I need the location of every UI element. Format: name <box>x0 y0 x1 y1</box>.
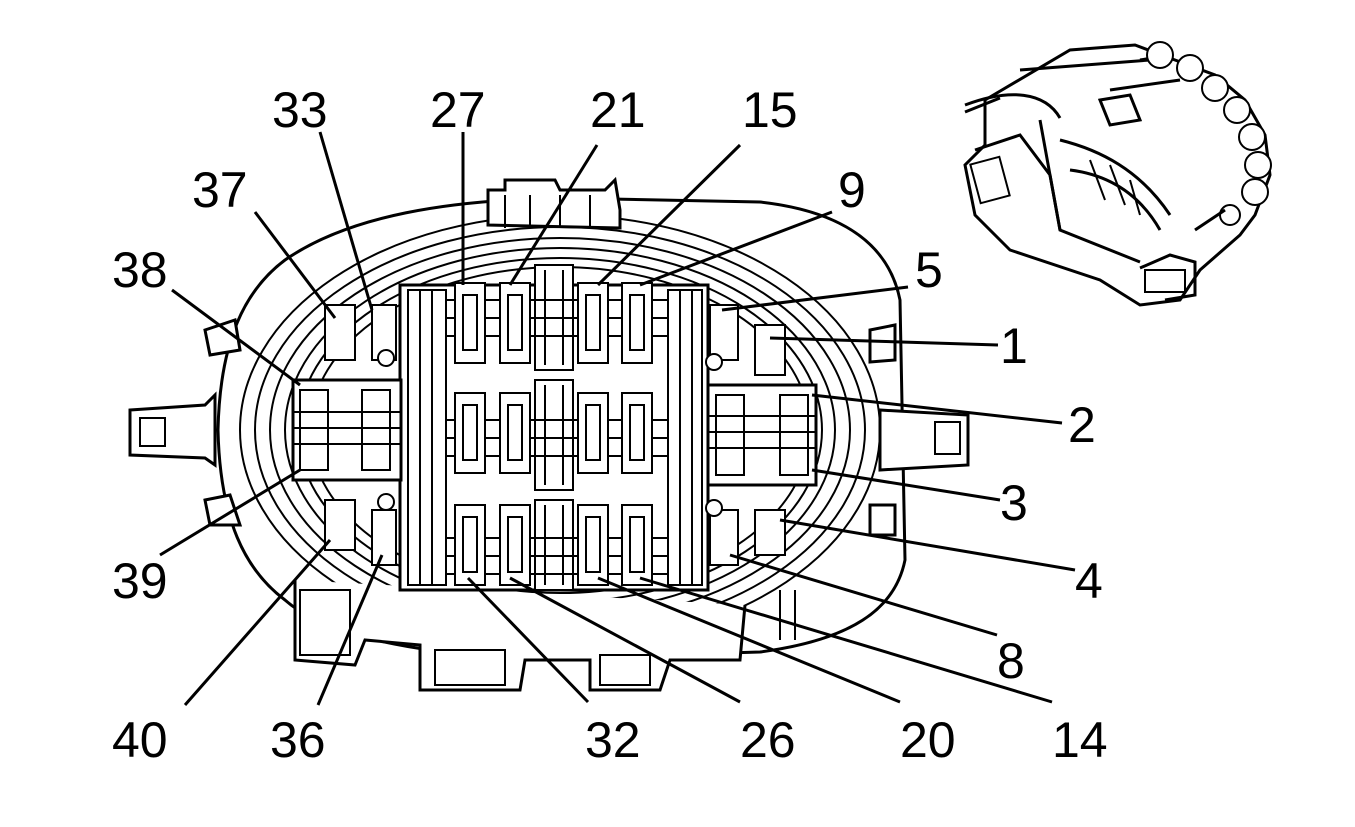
pin-label-15: 15 <box>742 82 798 138</box>
pin-label-36: 36 <box>270 712 326 768</box>
pin-label-40: 40 <box>112 712 168 768</box>
left-terminal-block <box>291 304 403 566</box>
pin-label-1: 1 <box>1000 318 1028 374</box>
pin-label-20: 20 <box>900 712 956 768</box>
pin-label-37: 37 <box>192 162 248 218</box>
pin-label-33: 33 <box>272 82 328 138</box>
pin-label-21: 21 <box>590 82 646 138</box>
pin-label-3: 3 <box>1000 475 1028 531</box>
leader-lines <box>159 131 1076 706</box>
pin-label-8: 8 <box>997 633 1025 689</box>
cavity-row-bottom <box>454 504 653 586</box>
pin-label-2: 2 <box>1068 397 1096 453</box>
pin-labels: 33 27 21 15 37 9 38 5 1 2 3 39 4 8 40 36… <box>112 82 1108 768</box>
pin-label-39: 39 <box>112 553 168 609</box>
connector-isometric-view <box>963 41 1272 307</box>
pin-label-38: 38 <box>112 242 168 298</box>
pin-label-14: 14 <box>1052 712 1108 768</box>
pin-label-5: 5 <box>915 242 943 298</box>
right-terminal-block <box>705 304 818 566</box>
pin-label-9: 9 <box>838 162 866 218</box>
pin-label-26: 26 <box>740 712 796 768</box>
cavity-row-top <box>454 282 653 364</box>
connector-face <box>128 176 970 692</box>
pin-label-27: 27 <box>430 82 486 138</box>
pin-label-4: 4 <box>1075 553 1103 609</box>
cavity-row-middle <box>454 392 653 474</box>
pin-label-32: 32 <box>585 712 641 768</box>
